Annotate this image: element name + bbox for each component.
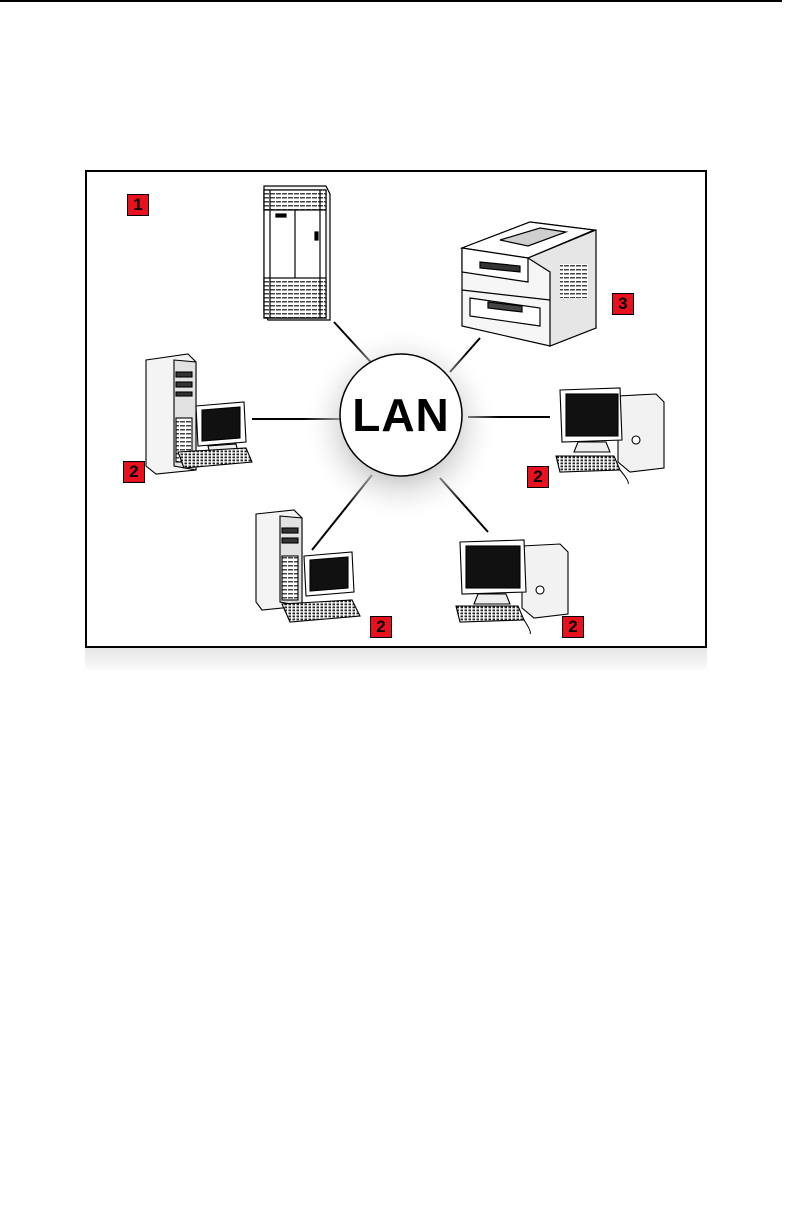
- color-laser-printer-icon: [462, 222, 596, 346]
- callout-3-badge: 3: [612, 293, 634, 315]
- mainframe-server-icon: [264, 186, 330, 320]
- desktop-tower-pc-icon: [256, 510, 360, 622]
- callout-2-badge: 2: [562, 616, 584, 638]
- lan-hub-label: LAN: [340, 390, 462, 440]
- callout-2-badge: 2: [123, 461, 145, 483]
- desktop-tower-pc-icon: [146, 354, 252, 474]
- macintosh-computer-icon: [556, 388, 664, 484]
- callout-2-badge: 2: [370, 616, 392, 638]
- callout-2-badge: 2: [527, 466, 549, 488]
- macintosh-computer-icon: [456, 540, 568, 634]
- callout-1-badge: 1: [127, 194, 149, 216]
